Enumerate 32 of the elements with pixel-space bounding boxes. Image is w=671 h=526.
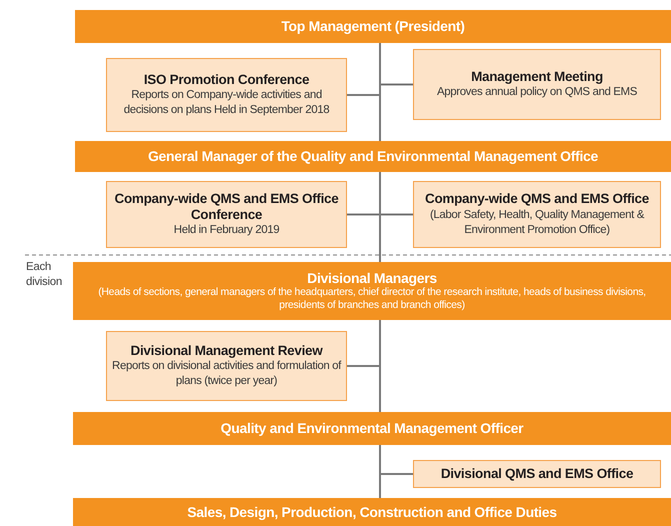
level-title: Top Management (President) <box>281 18 465 35</box>
meeting-box <box>106 58 347 132</box>
level-bar <box>75 10 671 43</box>
meeting-box <box>106 331 347 401</box>
level-title: Divisional Managers <box>307 270 437 286</box>
box-title: Management Meeting <box>471 68 603 86</box>
meeting-box <box>413 49 661 120</box>
box-title: ISO Promotion Conference <box>144 72 310 88</box>
box-description: Reports on Company-wide activities and decisions on plans Held in September 2018 <box>122 88 330 118</box>
level-title: Quality and Environmental Management Officer <box>220 420 524 437</box>
level-title: Sales, Design, Production, Construction and Office Duties <box>187 504 557 520</box>
box-description: (Labor Safety, Health, Quality Management & Environment Promotion Office) <box>429 208 646 238</box>
level-bar <box>73 262 671 320</box>
box-description: Approves annual policy on QMS and EMS <box>437 85 637 100</box>
meeting-box <box>413 181 661 248</box>
connector-line <box>347 320 381 367</box>
level-bar <box>73 412 671 445</box>
level-title: General Manager of the Quality and Environmental Management Office <box>148 148 598 165</box>
box-title: Company-wide QMS and EMS Office Conference <box>114 190 340 224</box>
box-description: Held in February 2019 <box>174 223 280 238</box>
side-note: Each division <box>26 260 63 290</box>
level-bar <box>73 498 671 526</box>
connector-line <box>379 43 413 86</box>
box-title: Company-wide QMS and EMS Office <box>425 191 649 208</box>
connector-line <box>379 445 413 475</box>
box-description: Reports on divisional activities and formulation of plans (twice per year) <box>111 359 342 390</box>
meeting-box <box>413 460 661 488</box>
box-title: Divisional QMS and EMS Office <box>440 466 634 482</box>
level-note: (Heads of sections, general managers of the headquarters, chief director of the research institute, heads of business divisions, presidents of branches and branch offices) <box>97 286 647 312</box>
level-bar <box>75 141 671 172</box>
box-title: Divisional Management Review <box>130 342 322 360</box>
meeting-box <box>106 181 347 248</box>
